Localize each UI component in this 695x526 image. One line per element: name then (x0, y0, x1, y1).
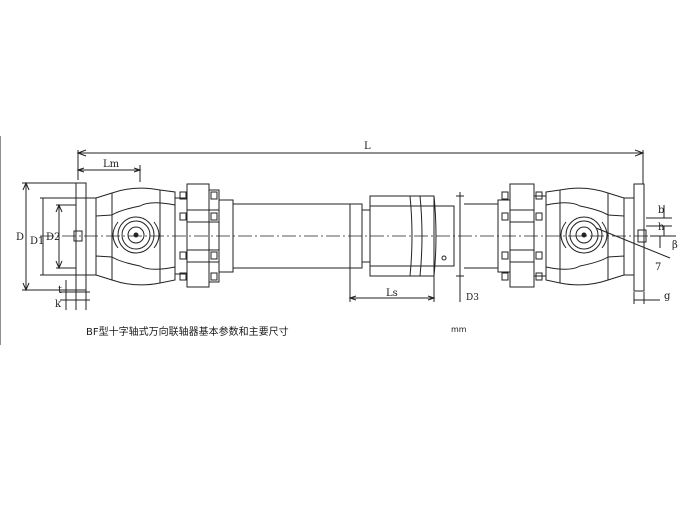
left-bolt-flange (174, 183, 234, 288)
label-Ls: Ls (386, 288, 398, 299)
short-tube (464, 203, 498, 269)
label-D3: D3 (466, 293, 479, 303)
label-Lm: Lm (103, 159, 120, 170)
left-flange-plate (75, 182, 97, 291)
unit-label: mm (451, 325, 467, 334)
drawing-caption: BF型十字轴式万向联轴器基本参数和主要尺寸 (86, 327, 289, 338)
dim-L-line (76, 149, 645, 184)
right-bolt-flange (497, 183, 547, 288)
label-b: b (658, 205, 664, 216)
label-k: k (55, 299, 62, 310)
label-D: D (16, 232, 24, 243)
left-yoke (95, 187, 176, 286)
label-L: L (364, 141, 371, 152)
label-beta: β (672, 240, 678, 251)
right-dims (595, 205, 676, 304)
dim-Lm-line (76, 165, 142, 182)
label-seven: 7 (655, 262, 661, 273)
dim-t-k-lines (60, 280, 90, 310)
right-yoke (545, 187, 625, 286)
label-t: t (58, 285, 62, 296)
left-diameter-dims (22, 181, 86, 292)
label-D1: D1 (30, 236, 44, 247)
label-g: g (664, 291, 671, 302)
spline-sleeve (369, 195, 455, 277)
dim-D3-line (456, 192, 464, 302)
left-key (73, 230, 83, 242)
right-flange-plate (623, 183, 647, 292)
label-D2: D2 (46, 232, 60, 243)
dim-Ls-line (348, 268, 436, 302)
label-h: h (658, 222, 665, 233)
